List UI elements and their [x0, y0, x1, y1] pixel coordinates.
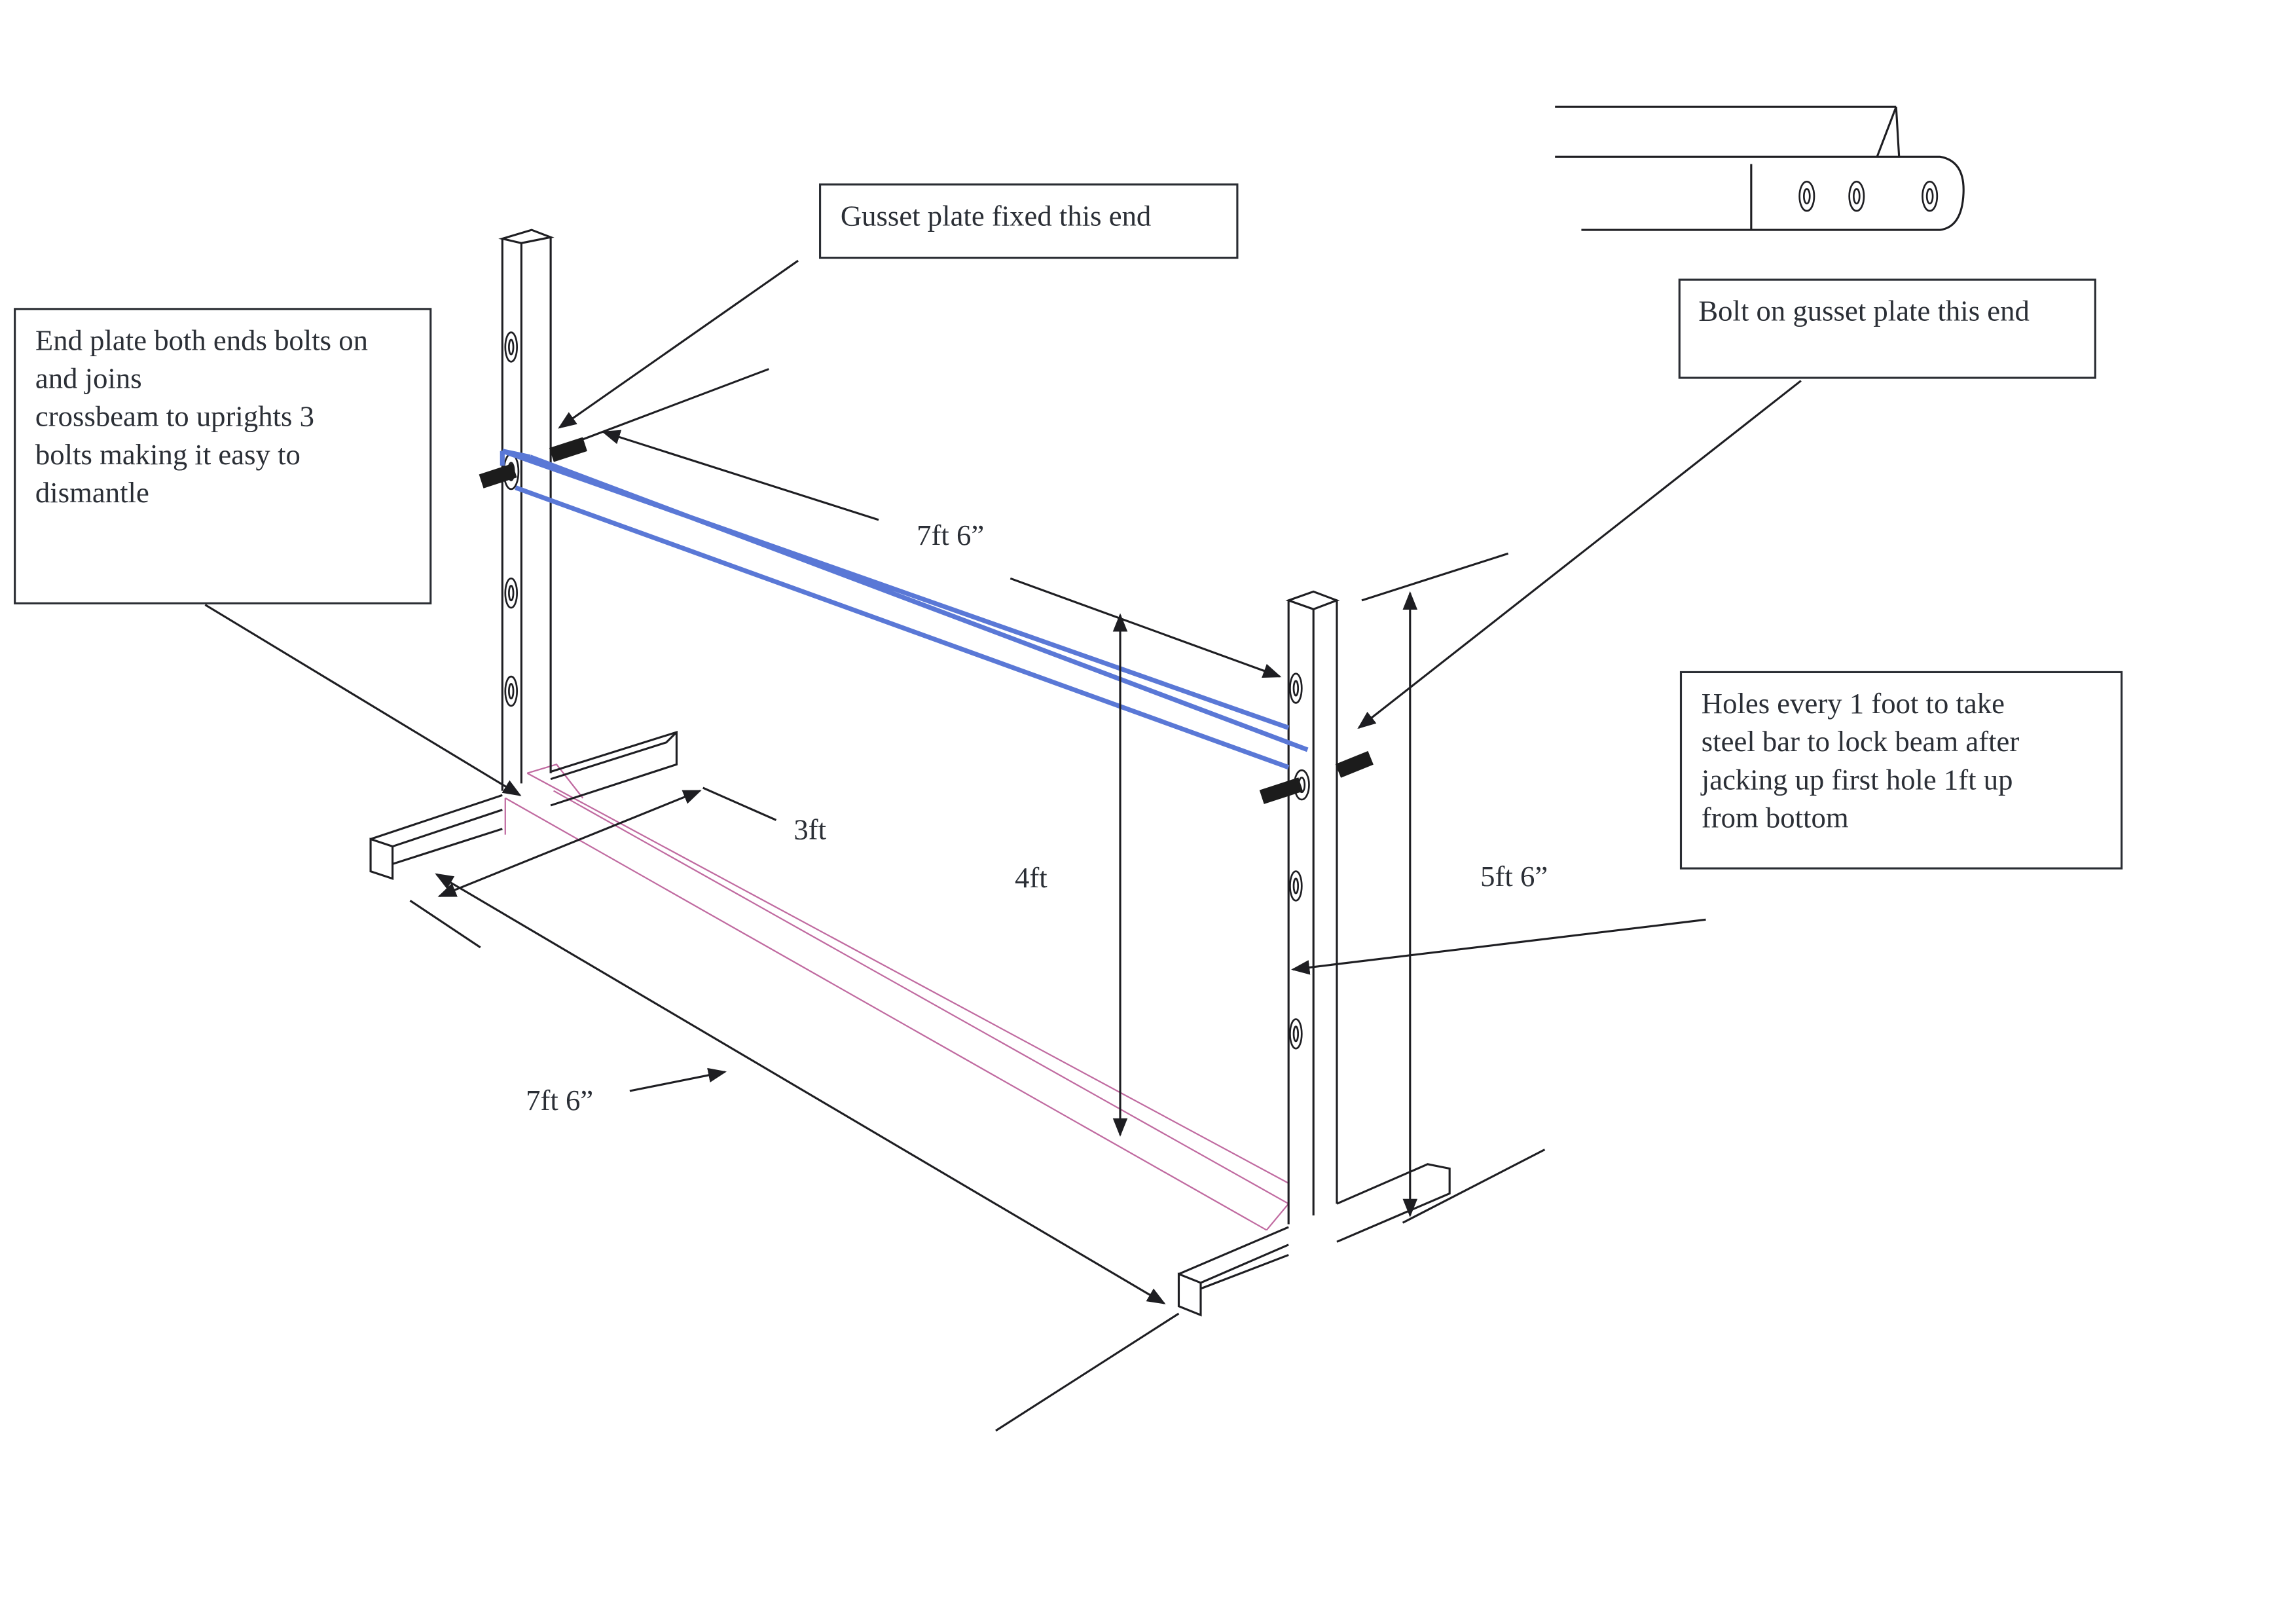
left-upright-holes [503, 331, 520, 707]
note-holes: Holes every 1 foot to take steel bar to … [1679, 671, 2123, 870]
bolt [1259, 777, 1303, 804]
note-line: crossbeam to uprights 3 [35, 400, 314, 433]
dimension-lines [204, 259, 1802, 1432]
bolt [549, 437, 587, 462]
note-line: bolts making it easy to [35, 438, 301, 471]
bolt [1335, 750, 1374, 778]
beam-height-label: 4ft [1015, 861, 1048, 894]
note-line: End plate both ends bolts on [35, 323, 368, 356]
note-line: Gusset plate fixed this end [841, 199, 1151, 232]
crossbeam-length-label: 7ft 6” [917, 519, 984, 551]
gusset-detail-drawing [1555, 105, 1965, 231]
note-line: Holes every 1 foot to take [1702, 687, 2005, 720]
base-length-label: 7ft 6” [526, 1084, 593, 1116]
note-line: jacking up first hole 1ft up [1700, 763, 2013, 796]
left-upright [498, 229, 555, 791]
note-gusset-fixed: Gusset plate fixed this end [819, 183, 1239, 259]
note-line: from bottom [1702, 801, 1849, 834]
note-bolt-on-gusset: Bolt on gusset plate this end [1678, 278, 2096, 379]
note-line: and joins [35, 362, 142, 395]
note-end-plate: End plate both ends bolts on and joins c… [14, 308, 432, 604]
left-foot [369, 730, 678, 880]
upright-height-label: 5ft 6” [1480, 860, 1548, 893]
note-line: steel bar to lock beam after [1702, 725, 2020, 758]
bolt [479, 463, 517, 489]
base-width-label: 3ft [793, 813, 826, 845]
note-line: Bolt on gusset plate this end [1698, 295, 2030, 327]
right-upright-holes [1289, 673, 1310, 1050]
note-line: dismantle [35, 476, 149, 509]
base-beam [504, 764, 1290, 1231]
crossbeam [500, 449, 1309, 770]
right-foot [1177, 1163, 1451, 1317]
bolts [479, 437, 1374, 804]
right-upright [1285, 590, 1340, 1225]
